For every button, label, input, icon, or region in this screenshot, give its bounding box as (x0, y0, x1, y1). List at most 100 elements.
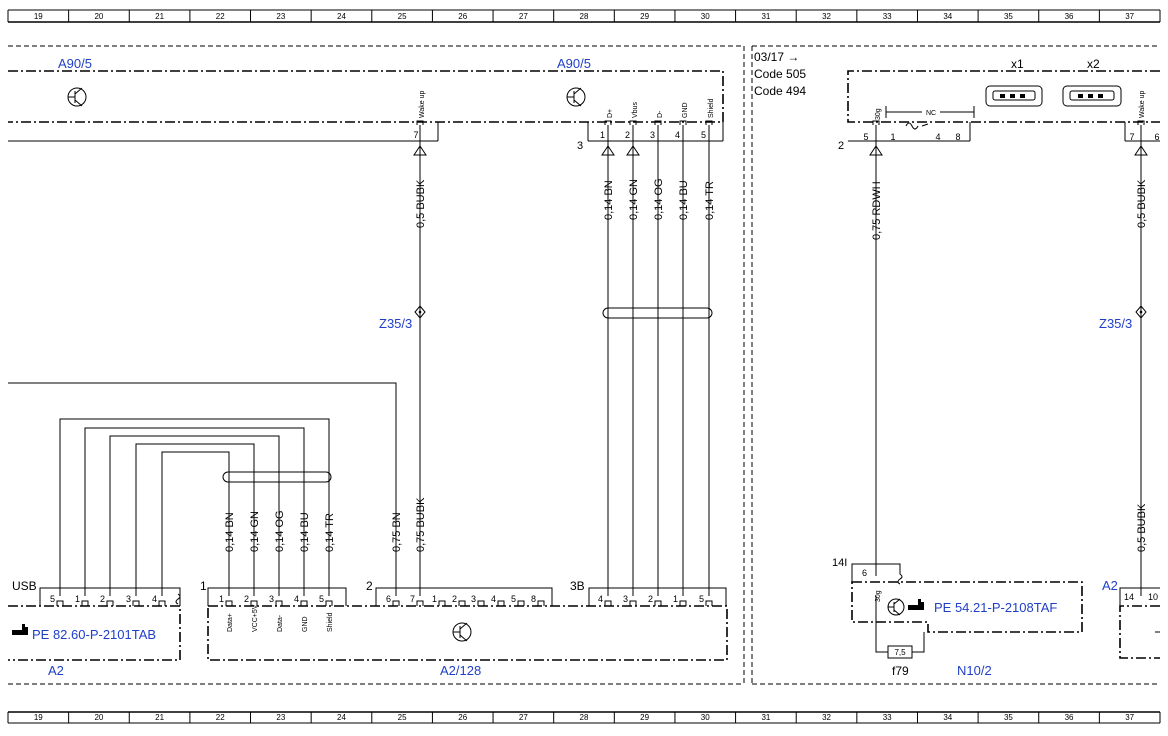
a90-pin-number: 5 (701, 130, 706, 140)
n10-30g-label: 30g (875, 590, 882, 602)
pe-left-link[interactable]: PE 82.60-P-2101TAB (32, 627, 156, 642)
transistor-icon (887, 598, 905, 616)
wire-label: 0,14 BU (299, 512, 311, 552)
pin-socket-icon (132, 600, 140, 606)
wire-label: 0,75 BN (391, 512, 403, 552)
wire-label: 0,14 GN (249, 511, 261, 552)
wire-label: 0,14 BU (678, 180, 690, 220)
connector-pin-label: Data- (277, 614, 284, 632)
wires-lower (8, 382, 397, 596)
a2-128-box (207, 605, 728, 661)
pin-socket-icon (225, 600, 233, 606)
pin-socket-icon (158, 600, 166, 606)
wire-label: 0,14 BN (224, 512, 236, 552)
a90-component-box (8, 70, 724, 142)
a90-left-label: A90/5 (58, 56, 92, 71)
right-connector-2: 2 (838, 140, 844, 152)
usb-port-box (847, 70, 1160, 142)
connector-pin-number: 4 (152, 594, 157, 604)
right-wakeup-label: Wake up (1139, 91, 1146, 118)
pin-socket-icon (679, 120, 687, 125)
pin-socket-icon (679, 600, 687, 606)
ruler-column-number: 34 (943, 713, 952, 722)
pin-socket-icon (325, 600, 333, 606)
x1-label: x1 (1011, 57, 1024, 71)
a90-pin-label: D+ (607, 109, 614, 118)
connector-pin-number: 2 (648, 594, 653, 604)
ruler-column-number: 21 (155, 713, 164, 722)
usb-connector-label: USB (12, 579, 37, 593)
ruler-column-number: 36 (1065, 12, 1074, 21)
ruler-column-number: 26 (458, 12, 467, 21)
pin-socket-icon (604, 120, 612, 125)
pin-socket-icon (106, 600, 114, 606)
usb-shield-mark (175, 593, 181, 605)
fuse-wire-right (912, 632, 925, 653)
pin-socket-icon (477, 600, 485, 606)
ruler-column-number: 27 (519, 12, 528, 21)
right-wakeup-pin: 7 (1129, 132, 1134, 142)
a90-right-label: A90/5 (557, 56, 591, 71)
a90-pin-number: 4 (675, 130, 680, 140)
transistor-icon (67, 87, 87, 107)
f79-label: f79 (892, 664, 909, 678)
a2-right-connector (1119, 587, 1160, 606)
pin-socket-icon (392, 600, 400, 606)
twisted-pair-shield (222, 471, 332, 483)
wire-label: 0,14 TR (324, 513, 336, 552)
code-date: 03/17 → (754, 50, 799, 64)
pin-14i-label: 14I (832, 557, 847, 569)
ruler-column-number: 22 (216, 12, 225, 21)
a90-wakeup-pin: 7 (413, 130, 418, 140)
ruler-column-number: 26 (458, 713, 467, 722)
fuse-icon (887, 645, 913, 659)
ruler-column-number: 29 (640, 12, 649, 21)
pin-socket-icon (416, 120, 424, 125)
x2-label: x2 (1087, 57, 1100, 71)
pin-socket-icon (629, 120, 637, 125)
connector-pin-label: Shield (327, 612, 334, 632)
ruler-column-number: 28 (580, 12, 589, 21)
z35-right-label: Z35/3 (1099, 316, 1132, 331)
ruler-column-number: 20 (94, 12, 103, 21)
connector-pin-number: 8 (531, 594, 536, 604)
ruler-column-number: 25 (398, 12, 407, 21)
connector-pin-number: 1 (673, 594, 678, 604)
connector-pin-number: 5 (511, 594, 516, 604)
pin-socket-icon (275, 600, 283, 606)
pe-right-link[interactable]: PE 54.21-P-2108TAF (934, 600, 1057, 615)
nc-label: NC (926, 110, 936, 117)
nc-bracket (885, 106, 975, 130)
connector-2-label: 2 (366, 579, 373, 593)
wire-label: 0,14 BN (603, 180, 615, 220)
a90-pin-number: 2 (625, 130, 630, 140)
pin-socket-icon (629, 600, 637, 606)
a90-pin-label: GND (682, 102, 689, 118)
pin-6-label: 6 (862, 568, 867, 578)
connector-pin-label: GND (302, 616, 309, 632)
connector-pin-number: 3 (471, 594, 476, 604)
a2-left-label: A2 (48, 663, 64, 678)
ruler-column-number: 24 (337, 713, 346, 722)
a2-right-box (1119, 605, 1160, 659)
ruler-column-number: 30 (701, 12, 710, 21)
wire-label: 0,14 TR (704, 181, 716, 220)
connector-pin-number: 4 (598, 594, 603, 604)
a90-connector-3: 3 (577, 140, 583, 152)
pin-socket-icon (705, 600, 713, 606)
wire-label: 0,14 GN (628, 179, 640, 220)
a90-wakeup-label: Wake up (419, 91, 426, 118)
wire-label: 0,75 BUBK (415, 497, 427, 552)
splice-icon (414, 305, 426, 319)
a90-pin-number: 3 (650, 130, 655, 140)
ruler-column-number: 33 (883, 12, 892, 21)
wire-label: 0,14 OG (653, 178, 665, 220)
connector-pin-number: 5 (319, 594, 324, 604)
wires-upper (419, 125, 1142, 596)
pin-socket-icon (654, 600, 662, 606)
n10-connector (851, 563, 903, 585)
right-wakeup-next-pin: 6 (1154, 132, 1159, 142)
connector-pin-number: 1 (75, 594, 80, 604)
right-30g-label: 30g (875, 108, 882, 120)
